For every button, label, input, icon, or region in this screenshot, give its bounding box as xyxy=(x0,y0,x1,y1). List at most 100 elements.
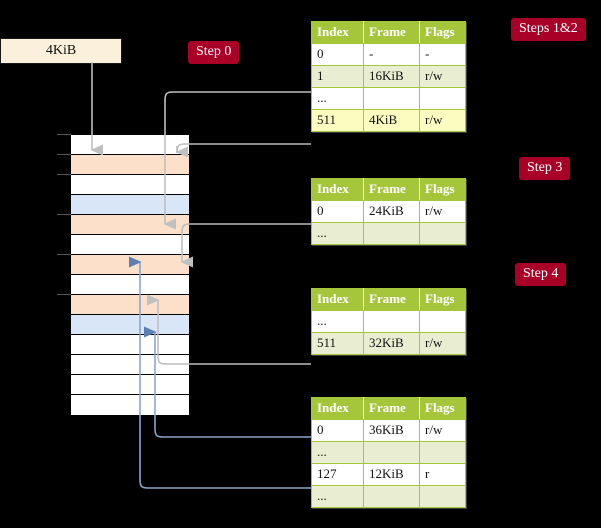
page-table-level4[interactable]: Index Frame Flags 0 - - 1 16KiB r/w ... xyxy=(311,21,466,132)
table-header-row: Index Frame Flags xyxy=(311,178,466,201)
badge-steps-1-2: Steps 1&2 xyxy=(511,18,586,41)
column-header-flags: Flags xyxy=(419,21,466,44)
table-row[interactable]: ... xyxy=(311,485,466,508)
cell-index: 511 xyxy=(311,109,364,132)
cell-index: 0 xyxy=(311,200,364,223)
column-header-frame: Frame xyxy=(363,288,420,311)
badge-step-0-label: Step 0 xyxy=(196,44,232,59)
cell-flags xyxy=(419,485,466,508)
cell-flags: r/w xyxy=(419,200,466,223)
cell-index: 1 xyxy=(311,65,364,88)
cell-frame xyxy=(363,310,420,333)
cell-frame xyxy=(363,485,420,508)
badge-step-4: Step 4 xyxy=(515,263,567,286)
column-header-frame: Frame xyxy=(363,178,420,201)
source-frame-label: 4KiB xyxy=(45,43,77,58)
physical-memory-column xyxy=(70,134,190,416)
cell-frame xyxy=(363,222,420,245)
cell-flags: r/w xyxy=(419,419,466,442)
memory-row xyxy=(71,375,189,395)
table-row[interactable]: 511 4KiB r/w xyxy=(311,109,466,132)
cell-frame: 36KiB xyxy=(363,419,420,442)
table-row[interactable]: 0 36KiB r/w xyxy=(311,419,466,442)
column-header-flags: Flags xyxy=(419,288,466,311)
column-header-flags: Flags xyxy=(419,178,466,201)
memory-row xyxy=(71,175,189,195)
cell-frame: 16KiB xyxy=(363,65,420,88)
page-table-level3[interactable]: Index Frame Flags 0 24KiB r/w ... xyxy=(311,178,466,245)
memory-row xyxy=(71,355,189,375)
badge-step-3-label: Step 3 xyxy=(527,160,563,175)
cell-frame: - xyxy=(363,43,420,66)
memory-row xyxy=(71,335,189,355)
table-row[interactable]: ... xyxy=(311,87,466,110)
table-row[interactable]: 127 12KiB r xyxy=(311,463,466,486)
page-table-level2[interactable]: Index Frame Flags ... 511 32KiB r/w xyxy=(311,288,466,355)
cell-frame: 24KiB xyxy=(363,200,420,223)
cell-flags: r xyxy=(419,463,466,486)
memory-row xyxy=(71,135,189,155)
badge-step-0: Step 0 xyxy=(188,41,240,64)
badge-step-4-label: Step 4 xyxy=(523,266,559,281)
column-header-index: Index xyxy=(311,178,364,201)
column-header-frame: Frame xyxy=(363,397,420,420)
memory-tick xyxy=(57,134,71,135)
cell-frame: 12KiB xyxy=(363,463,420,486)
column-header-index: Index xyxy=(311,397,364,420)
cell-flags: - xyxy=(419,43,466,66)
cell-index: ... xyxy=(311,222,364,245)
column-header-flags: Flags xyxy=(419,397,466,420)
memory-tick xyxy=(57,174,71,175)
cell-frame: 4KiB xyxy=(363,109,420,132)
memory-row xyxy=(71,195,189,215)
table-header-row: Index Frame Flags xyxy=(311,21,466,44)
table-row[interactable]: 511 32KiB r/w xyxy=(311,332,466,355)
column-header-index: Index xyxy=(311,21,364,44)
table-row[interactable]: 1 16KiB r/w xyxy=(311,65,466,88)
table-header-row: Index Frame Flags xyxy=(311,288,466,311)
cell-index: ... xyxy=(311,441,364,464)
table-row[interactable]: ... xyxy=(311,441,466,464)
cell-flags: r/w xyxy=(419,332,466,355)
cell-flags: r/w xyxy=(419,109,466,132)
table-row[interactable]: 0 - - xyxy=(311,43,466,66)
table-row[interactable]: ... xyxy=(311,222,466,245)
badge-step-3: Step 3 xyxy=(519,157,571,180)
cell-index: ... xyxy=(311,485,364,508)
cell-flags xyxy=(419,441,466,464)
cell-flags xyxy=(419,87,466,110)
source-frame-box: 4KiB xyxy=(0,38,122,64)
table-row[interactable]: ... xyxy=(311,310,466,333)
wire-step-3 xyxy=(180,223,311,268)
page-table-level1[interactable]: Index Frame Flags 0 36KiB r/w ... 127 12… xyxy=(311,397,466,508)
cell-index: 511 xyxy=(311,332,364,355)
cell-index: 0 xyxy=(311,43,364,66)
badge-steps-1-2-label: Steps 1&2 xyxy=(519,21,578,36)
memory-tick xyxy=(57,254,71,255)
memory-row xyxy=(71,215,189,235)
memory-tick xyxy=(57,294,71,295)
table-row[interactable]: 0 24KiB r/w xyxy=(311,200,466,223)
table-header-row: Index Frame Flags xyxy=(311,397,466,420)
memory-row xyxy=(71,235,189,255)
cell-frame xyxy=(363,87,420,110)
cell-index: 127 xyxy=(311,463,364,486)
cell-flags xyxy=(419,222,466,245)
cell-flags xyxy=(419,310,466,333)
cell-flags: r/w xyxy=(419,65,466,88)
memory-row xyxy=(71,395,189,415)
cell-index: ... xyxy=(311,87,364,110)
memory-row xyxy=(71,275,189,295)
memory-tick xyxy=(57,154,71,155)
memory-tick xyxy=(57,214,71,215)
memory-row xyxy=(71,315,189,335)
column-header-index: Index xyxy=(311,288,364,311)
cell-frame xyxy=(363,441,420,464)
cell-frame: 32KiB xyxy=(363,332,420,355)
cell-index: ... xyxy=(311,310,364,333)
memory-row xyxy=(71,255,189,275)
memory-row xyxy=(71,155,189,175)
memory-row xyxy=(71,295,189,315)
column-header-frame: Frame xyxy=(363,21,420,44)
